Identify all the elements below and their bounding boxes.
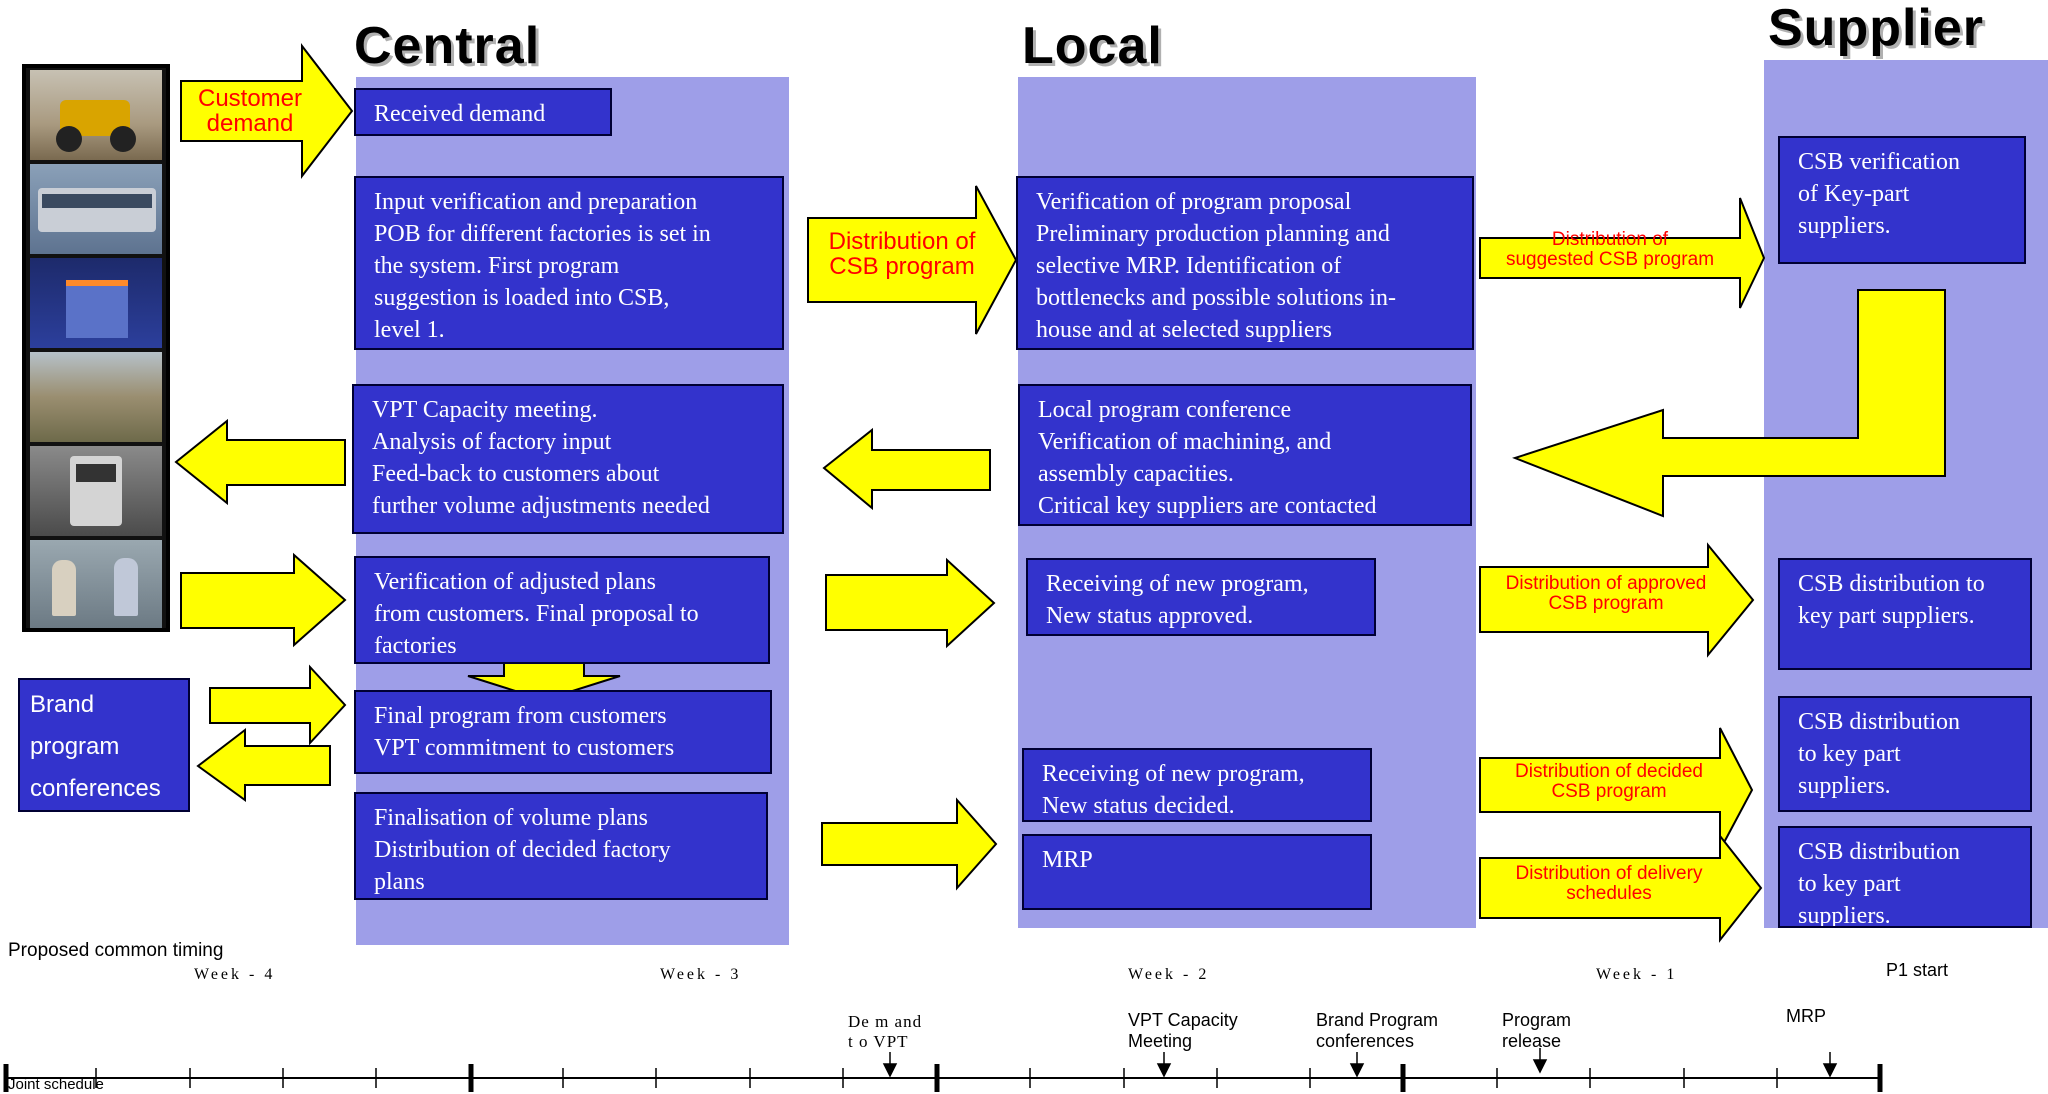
milestone-release: Program release [1502, 1010, 1572, 1051]
workers-photo [30, 540, 162, 628]
truck-photo [30, 446, 162, 536]
brand-program-box: Brand program conferences [18, 678, 190, 812]
approved-label: Distribution of approved CSB program [1505, 573, 1707, 614]
brand-out-arrow [209, 664, 347, 746]
central-heading: Central [354, 17, 541, 75]
village-photo [30, 352, 162, 442]
wheel-loader-photo [30, 70, 162, 160]
milestone-vpt: VPT Capacity Meeting [1128, 1010, 1238, 1051]
customer-demand-arrow [180, 43, 354, 179]
local-in-arrow [825, 557, 996, 649]
csb-distribution-box-3: CSB distribution to key part suppliers. [1778, 826, 2032, 928]
new-status-approved-box: Receiving of new program, New status app… [1026, 558, 1376, 636]
brand-in-arrow [196, 727, 331, 802]
received-demand-box: Received demand [354, 88, 612, 136]
program-proposal-box: Verification of program proposal Prelimi… [1016, 176, 1474, 350]
distribution-csb-label: Distribution of CSB program [828, 228, 976, 281]
week-3-label: Week - 3 [660, 966, 742, 983]
delivery-arrow [1479, 833, 1763, 943]
local-back-arrow [822, 427, 991, 511]
joint-schedule-label: Joint schedule [8, 1076, 104, 1093]
suggested-arrow [1479, 197, 1766, 309]
milestone-mrp: MRP [1786, 1006, 1826, 1026]
local-conference-box: Local program conference Verification of… [1018, 384, 1472, 526]
week-4-label: Week - 4 [194, 966, 276, 983]
central-back-arrow [174, 418, 346, 506]
new-status-decided-box: Receiving of new program, New status dec… [1022, 748, 1372, 822]
csb-verification-box: CSB verification of Key-part suppliers. [1778, 136, 2026, 264]
delivery-label: Distribution of delivery schedules [1515, 863, 1703, 904]
timing-caption: Proposed common timing [8, 940, 224, 961]
p1-start-label: P1 start [1886, 960, 1949, 980]
supplier-heading: Supplier [1768, 0, 1985, 57]
approved-arrow [1479, 542, 1755, 658]
vpt-capacity-box: VPT Capacity meeting. Analysis of factor… [352, 384, 784, 534]
finalisation-box: Finalisation of volume plans Distributio… [354, 792, 768, 900]
distribution-csb-arrow [807, 185, 1018, 335]
decided-label: Distribution of decided CSB program [1515, 761, 1703, 802]
input-verification-box: Input verification and preparation POB f… [354, 176, 784, 350]
adjusted-plans-box: Verification of adjusted plans from cust… [354, 556, 770, 664]
mrp-box: MRP [1022, 834, 1372, 910]
photo-strip [22, 64, 170, 632]
csb-distribution-box-2: CSB distribution to key part suppliers. [1778, 696, 2032, 812]
milestone-brand: Brand Program conferences [1316, 1010, 1439, 1051]
decided-arrow [1479, 727, 1754, 851]
customer-demand-label: Customer demand [197, 85, 303, 138]
bus-photo [30, 164, 162, 254]
engine-box-photo [30, 258, 162, 348]
csb-distribution-box-1: CSB distribution to key part suppliers. [1778, 558, 2032, 670]
milestone-demand: De m and t o VPT [848, 1012, 923, 1051]
suggested-label: Distribution of suggested CSB program [1505, 229, 1715, 270]
local-in-arrow-2 [821, 797, 998, 891]
week-1-label: Week - 1 [1596, 966, 1678, 983]
week-2-label: Week - 2 [1128, 966, 1210, 983]
central-in-arrow [180, 552, 347, 648]
supplier-return-arrow [1512, 289, 1946, 518]
final-program-box: Final program from customers VPT commitm… [354, 690, 772, 774]
local-heading: Local [1022, 17, 1163, 75]
